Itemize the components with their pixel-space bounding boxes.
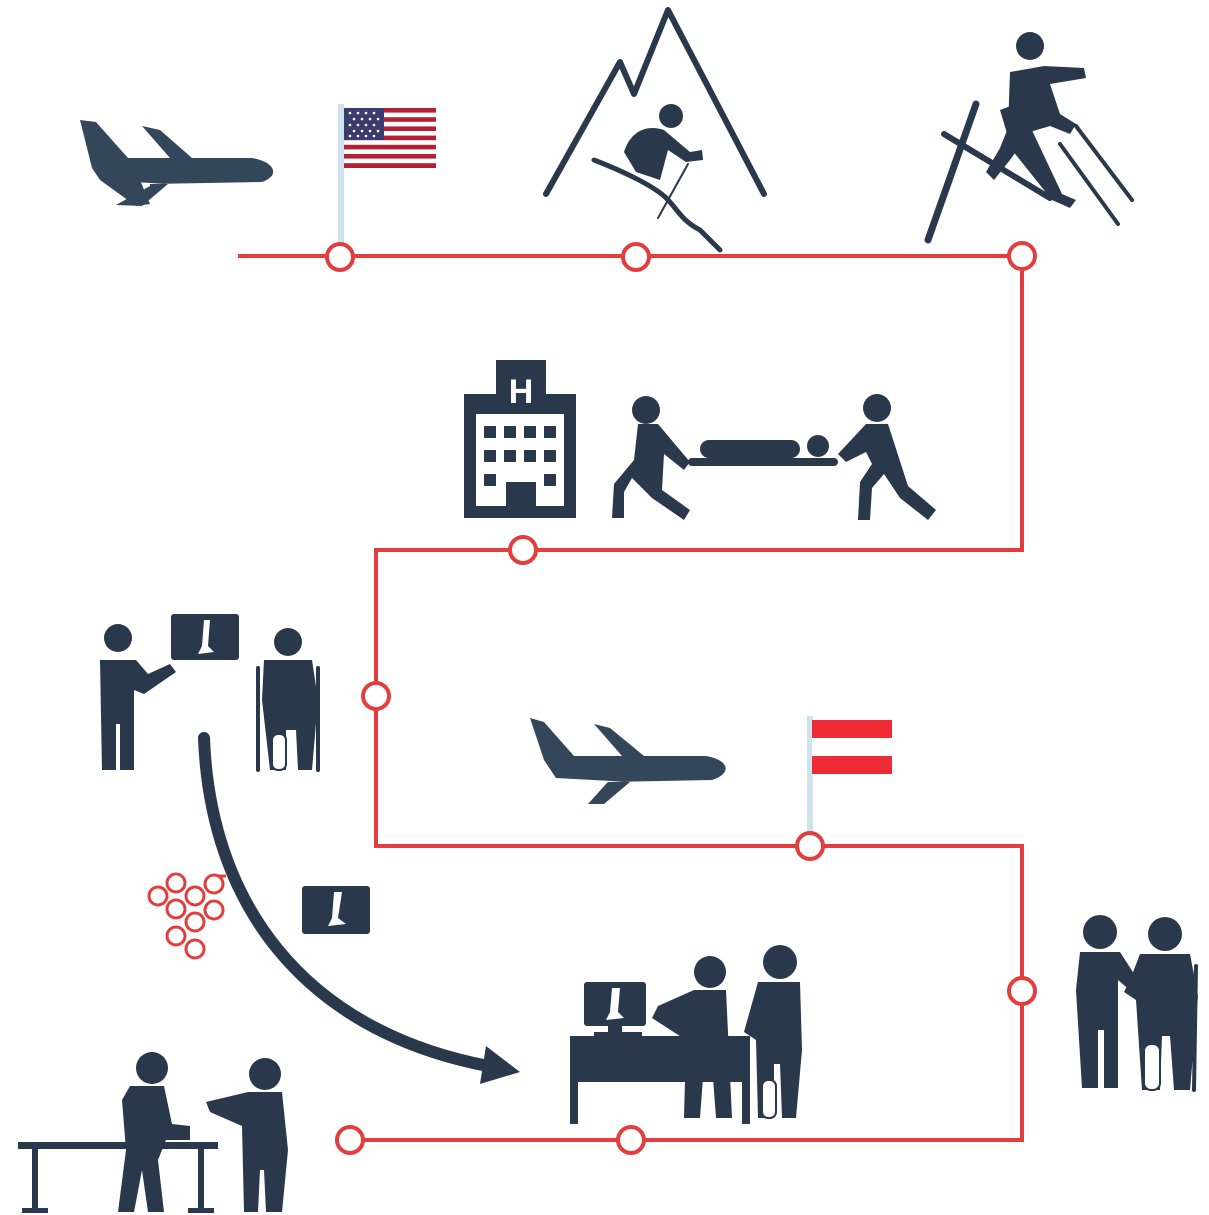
ski-crash-icon: [928, 32, 1132, 240]
route-stop: [797, 833, 823, 859]
rehab-therapy-icon: [18, 1052, 288, 1213]
route-stop: [618, 1127, 644, 1153]
route-stop: [327, 244, 353, 270]
route-stop: [510, 537, 536, 563]
hospital-sign-letter: H: [509, 373, 534, 411]
route-stop: [1009, 243, 1035, 269]
stretcher-icon: [612, 394, 936, 520]
xray-card-icon: [302, 886, 370, 934]
stem-cells-icon: [149, 874, 226, 958]
route-stop: [1009, 978, 1035, 1004]
route-stop: [363, 683, 389, 709]
austria-flag-icon: [810, 716, 892, 834]
mountain-skier-icon: [546, 10, 764, 250]
clinic-desk-icon: [570, 945, 802, 1124]
airplane-icon-return: [530, 718, 726, 804]
airplane-icon: [80, 120, 273, 206]
route-stop: [337, 1127, 363, 1153]
route-stop: [623, 244, 649, 270]
us-flag-icon: [341, 104, 436, 244]
hospital-icon: H: [464, 360, 576, 518]
patient-companion-icon: [1076, 915, 1198, 1090]
